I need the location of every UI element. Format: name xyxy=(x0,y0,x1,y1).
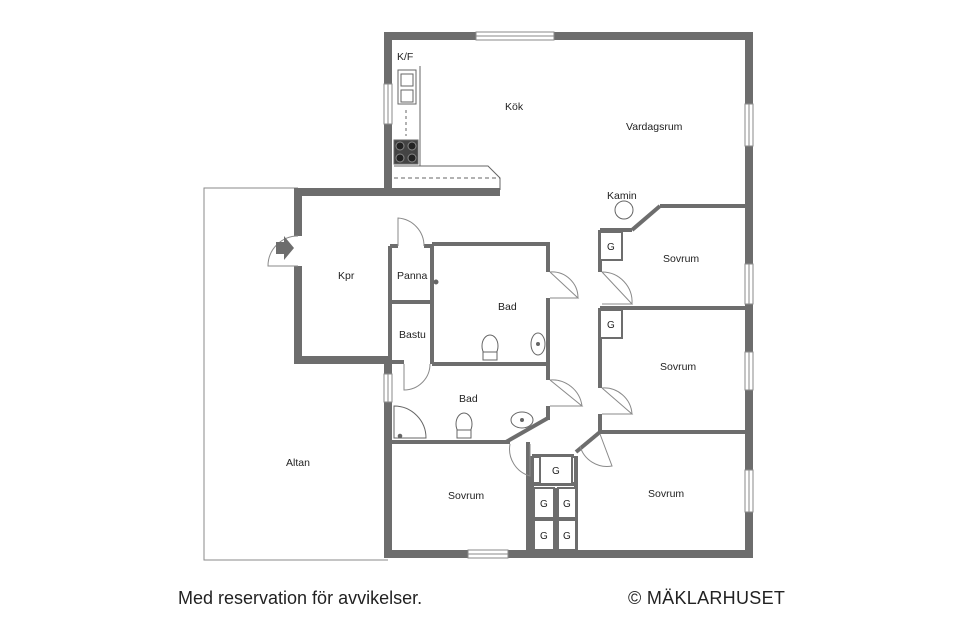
label-bad-2: Bad xyxy=(459,393,478,405)
wardrobe-labels: G G G G G G G xyxy=(540,242,615,542)
shower-icon xyxy=(393,405,427,439)
bathroom-fixtures xyxy=(393,279,546,439)
wardrobe-label: G xyxy=(563,499,571,510)
kitchen-fixtures xyxy=(393,66,501,190)
wardrobe-label: G xyxy=(540,499,548,510)
label-kpr: Kpr xyxy=(338,270,355,282)
altan-outline xyxy=(203,187,388,561)
label-vardagsrum: Vardagsrum xyxy=(626,121,683,133)
label-bad-1: Bad xyxy=(498,301,517,313)
label-panna: Panna xyxy=(397,270,428,282)
room-labels: K/F Kök Vardagsrum Kamin Sovrum Sovrum S… xyxy=(286,51,699,502)
door-swings xyxy=(267,217,634,477)
wardrobe-label: G xyxy=(552,466,560,477)
wardrobes xyxy=(533,231,623,551)
label-sovrum-4: Sovrum xyxy=(648,488,684,500)
wardrobe-label: G xyxy=(563,531,571,542)
windows xyxy=(383,31,754,559)
disclaimer-text: Med reservation för avvikelser. xyxy=(178,588,423,608)
label-kok: Kök xyxy=(505,101,524,113)
tap-icon xyxy=(433,279,439,285)
label-sovrum-2: Sovrum xyxy=(660,361,696,373)
label-kamin: Kamin xyxy=(607,190,637,202)
label-kf: K/F xyxy=(397,51,413,63)
wardrobe-label: G xyxy=(607,242,615,253)
wardrobe-label: G xyxy=(540,531,548,542)
sink-icon xyxy=(397,69,417,105)
wardrobe-label: G xyxy=(607,320,615,331)
label-sovrum-1: Sovrum xyxy=(663,253,699,265)
label-bastu: Bastu xyxy=(399,329,426,341)
kamin-icon xyxy=(614,200,634,220)
label-altan: Altan xyxy=(286,457,310,469)
outer-walls xyxy=(294,32,753,558)
entrance-arrow-icon xyxy=(276,236,294,260)
copyright-text: © MÄKLARHUSET xyxy=(628,588,786,608)
label-sovrum-3: Sovrum xyxy=(448,490,484,502)
